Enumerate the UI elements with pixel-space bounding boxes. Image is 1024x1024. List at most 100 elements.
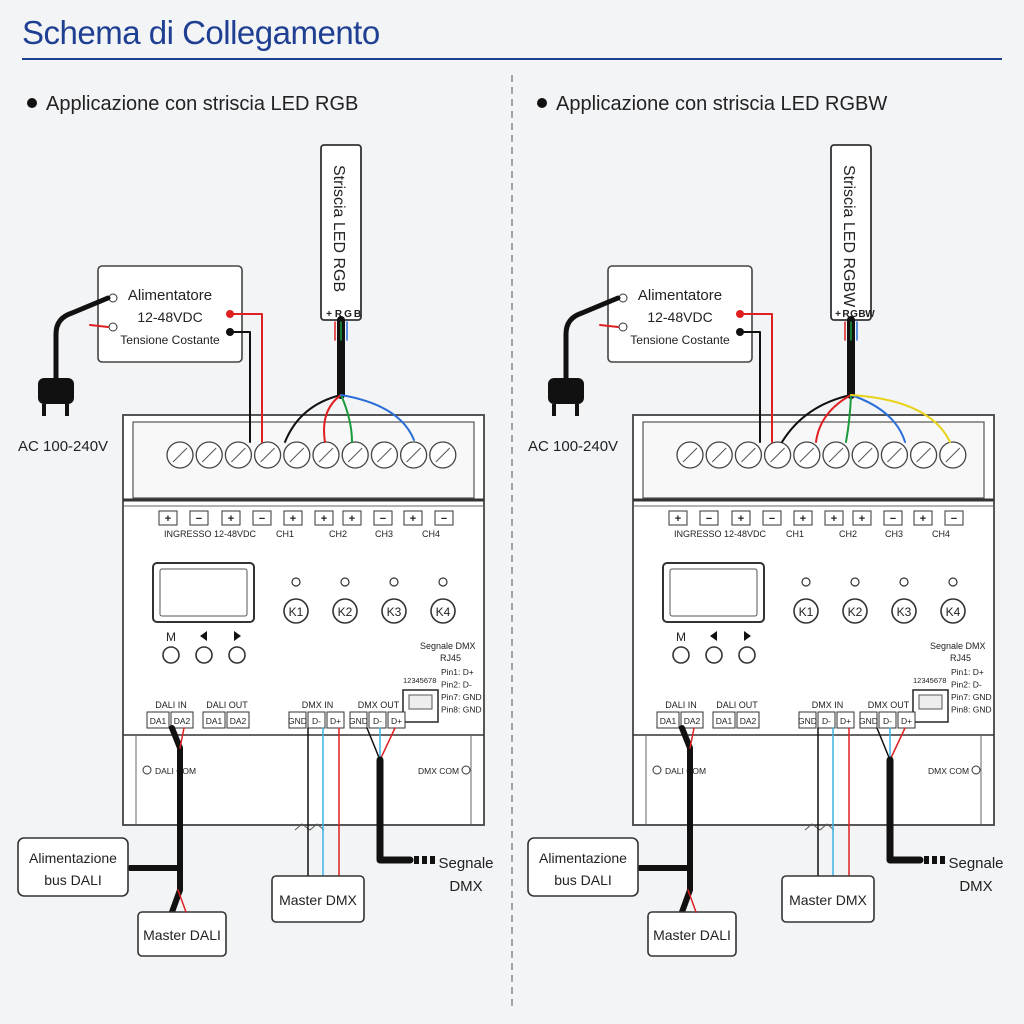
wire-red-ch1 [323,394,342,443]
wire-red [687,889,697,913]
dali-in-label: DALI IN [665,700,697,710]
dmx-out-terminal [878,711,897,729]
terminal-sign-box [221,510,241,526]
terminal-sign: + [859,513,865,525]
dmx-in-terminal [307,711,326,729]
input-terminal-label: INGRESSO 12-48VDC [164,529,257,539]
terminal-sign-box [883,510,903,526]
dali-com-screw [142,765,152,775]
bullet-icon [27,98,37,108]
dmx-info-title: Segnale DMX [930,641,986,651]
cable-dash [422,856,427,864]
terminal-sign: − [890,513,896,525]
terminal-sign-box [189,510,209,526]
rj45-pin-info: Pin1: D+ [441,667,474,677]
channel-led-icon [850,577,860,587]
dmx-signal-label: Segnale [438,855,493,872]
ac-plug-icon [38,378,74,404]
ac-cable [563,295,621,381]
terminal-sign: − [380,513,386,525]
strip-pin-label: R [335,309,343,320]
screw-slot [406,447,421,463]
rj45-pin-info: Pin8: GND [951,705,992,715]
master-dali-box [647,911,737,957]
dali-in-terminal-label: DA2 [174,716,191,726]
channel-led-icon [899,577,909,587]
wire-plus [781,394,852,443]
panel-button [672,646,690,664]
terminal-sign-box [913,510,933,526]
strip-pin-label: + [326,309,332,320]
screw-slot [828,447,844,463]
dali-supply-label: Alimentazione [29,850,117,866]
dali-out-label: DALI OUT [716,700,758,710]
strip-pin-label: G [850,309,858,320]
screw-slot [201,447,217,463]
dmx-in-terminal [798,711,817,729]
channel-key-label: K1 [289,605,304,619]
input-terminal-label: INGRESSO 12-48VDC [674,529,767,539]
terminal-sign-box [944,510,964,526]
screw-slot [799,447,815,463]
channel-key-button [793,598,819,624]
title-rule [22,58,1002,60]
wire-dplus [889,727,906,761]
strip-pin-label: W [865,309,875,320]
screw-slot [377,447,392,463]
terminal-sign-box [852,510,872,526]
dali-out-terminal-label: DA1 [716,716,733,726]
cable-dash [932,856,937,864]
screw-slot [318,447,334,463]
dali-supply-label: bus DALI [44,872,102,888]
wire-gnd [366,727,381,761]
channel-key-label: K2 [848,605,863,619]
dmx-com-label: DMX COM [928,766,969,776]
channel-led-icon [948,577,958,587]
channel-led-icon [801,577,811,587]
channel-key-button [891,598,917,624]
dali-out-terminal [736,711,760,729]
screw-slot [945,447,961,463]
dmx-in-terminal [836,711,855,729]
lcd-screen [669,568,758,617]
channel-key-label: K2 [338,605,353,619]
channel-led-icon [340,577,350,587]
master-dmx-label: Master DMX [279,892,357,908]
dali-supply-box [17,837,129,897]
dmx-com-label: DMX COM [418,766,459,776]
master-dmx-box [781,875,875,923]
screw-slot [770,447,785,463]
master-dmx-label: Master DMX [789,892,867,908]
dmx-in-label: DMX IN [302,700,334,710]
screw-slot [857,447,873,463]
channel-key-button [842,598,868,624]
page-title: Schema di Collegamento [22,14,380,51]
dmx-out-terminal-label: D+ [901,716,912,726]
terminal-sign: + [831,513,837,525]
section-heading: Applicazione con striscia LED RGB [46,93,358,115]
dali-out-terminal [202,711,226,729]
wire-green-ch2 [340,394,353,443]
dmx-com-screw [461,765,471,775]
screw-slot [172,447,188,463]
dali-in-terminal [146,711,170,729]
ac-cable [53,295,111,381]
wire-plus [284,394,342,443]
led-strip-label: Striscia LED RGBW [840,165,857,308]
dali-out-terminal-label: DA1 [206,716,223,726]
rj45-pin-numbers: 12345678 [403,676,436,685]
terminal-sign: + [675,513,681,525]
strip-pin-label: G [344,309,352,320]
dali-com-label: DALI COM [665,766,706,776]
psu-mode: Tensione Costante [120,333,220,347]
dmx-in-terminal-label: D- [822,716,831,726]
left-arrow-icon [200,631,207,641]
rj45-label: RJ45 [440,653,461,663]
dmx-out-terminal [368,711,387,729]
ch4-label: CH4 [932,529,950,539]
dali-supply-label: bus DALI [554,872,612,888]
strip-pin-label: B [354,309,361,320]
psu-ac-terminal [618,322,628,332]
right-arrow-icon [234,631,241,641]
